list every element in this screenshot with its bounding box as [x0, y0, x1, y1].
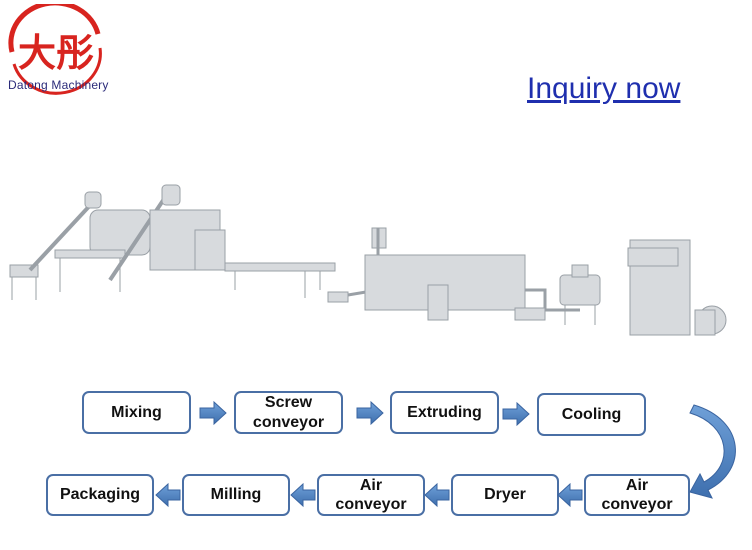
- arrow-curve: [689, 404, 736, 499]
- production-line-illustration: [9, 184, 727, 336]
- step-screw-conveyor: Screw conveyor: [234, 391, 343, 434]
- step-mixing: Mixing: [82, 391, 191, 434]
- arrow-right: [502, 401, 530, 427]
- arrow-right: [199, 400, 227, 426]
- step-packaging: Packaging: [46, 474, 154, 516]
- arrow-left: [155, 482, 181, 508]
- arrow-left: [424, 482, 450, 508]
- datong-logo: 大彤: [8, 4, 102, 95]
- step-extruding: Extruding: [390, 391, 499, 434]
- step-cooling: Cooling: [537, 393, 646, 436]
- inquiry-now-link[interactable]: Inquiry now: [527, 72, 681, 105]
- step-air-conveyor-1: Air conveyor: [584, 474, 690, 516]
- arrow-left: [290, 482, 316, 508]
- step-milling: Milling: [182, 474, 290, 516]
- step-air-conveyor-2: Air conveyor: [317, 474, 425, 516]
- company-name: Datong Machinery: [8, 78, 109, 92]
- step-dryer: Dryer: [451, 474, 559, 516]
- arrow-left: [557, 482, 583, 508]
- arrow-right: [356, 400, 384, 426]
- logo-chars: 大彤: [18, 31, 94, 75]
